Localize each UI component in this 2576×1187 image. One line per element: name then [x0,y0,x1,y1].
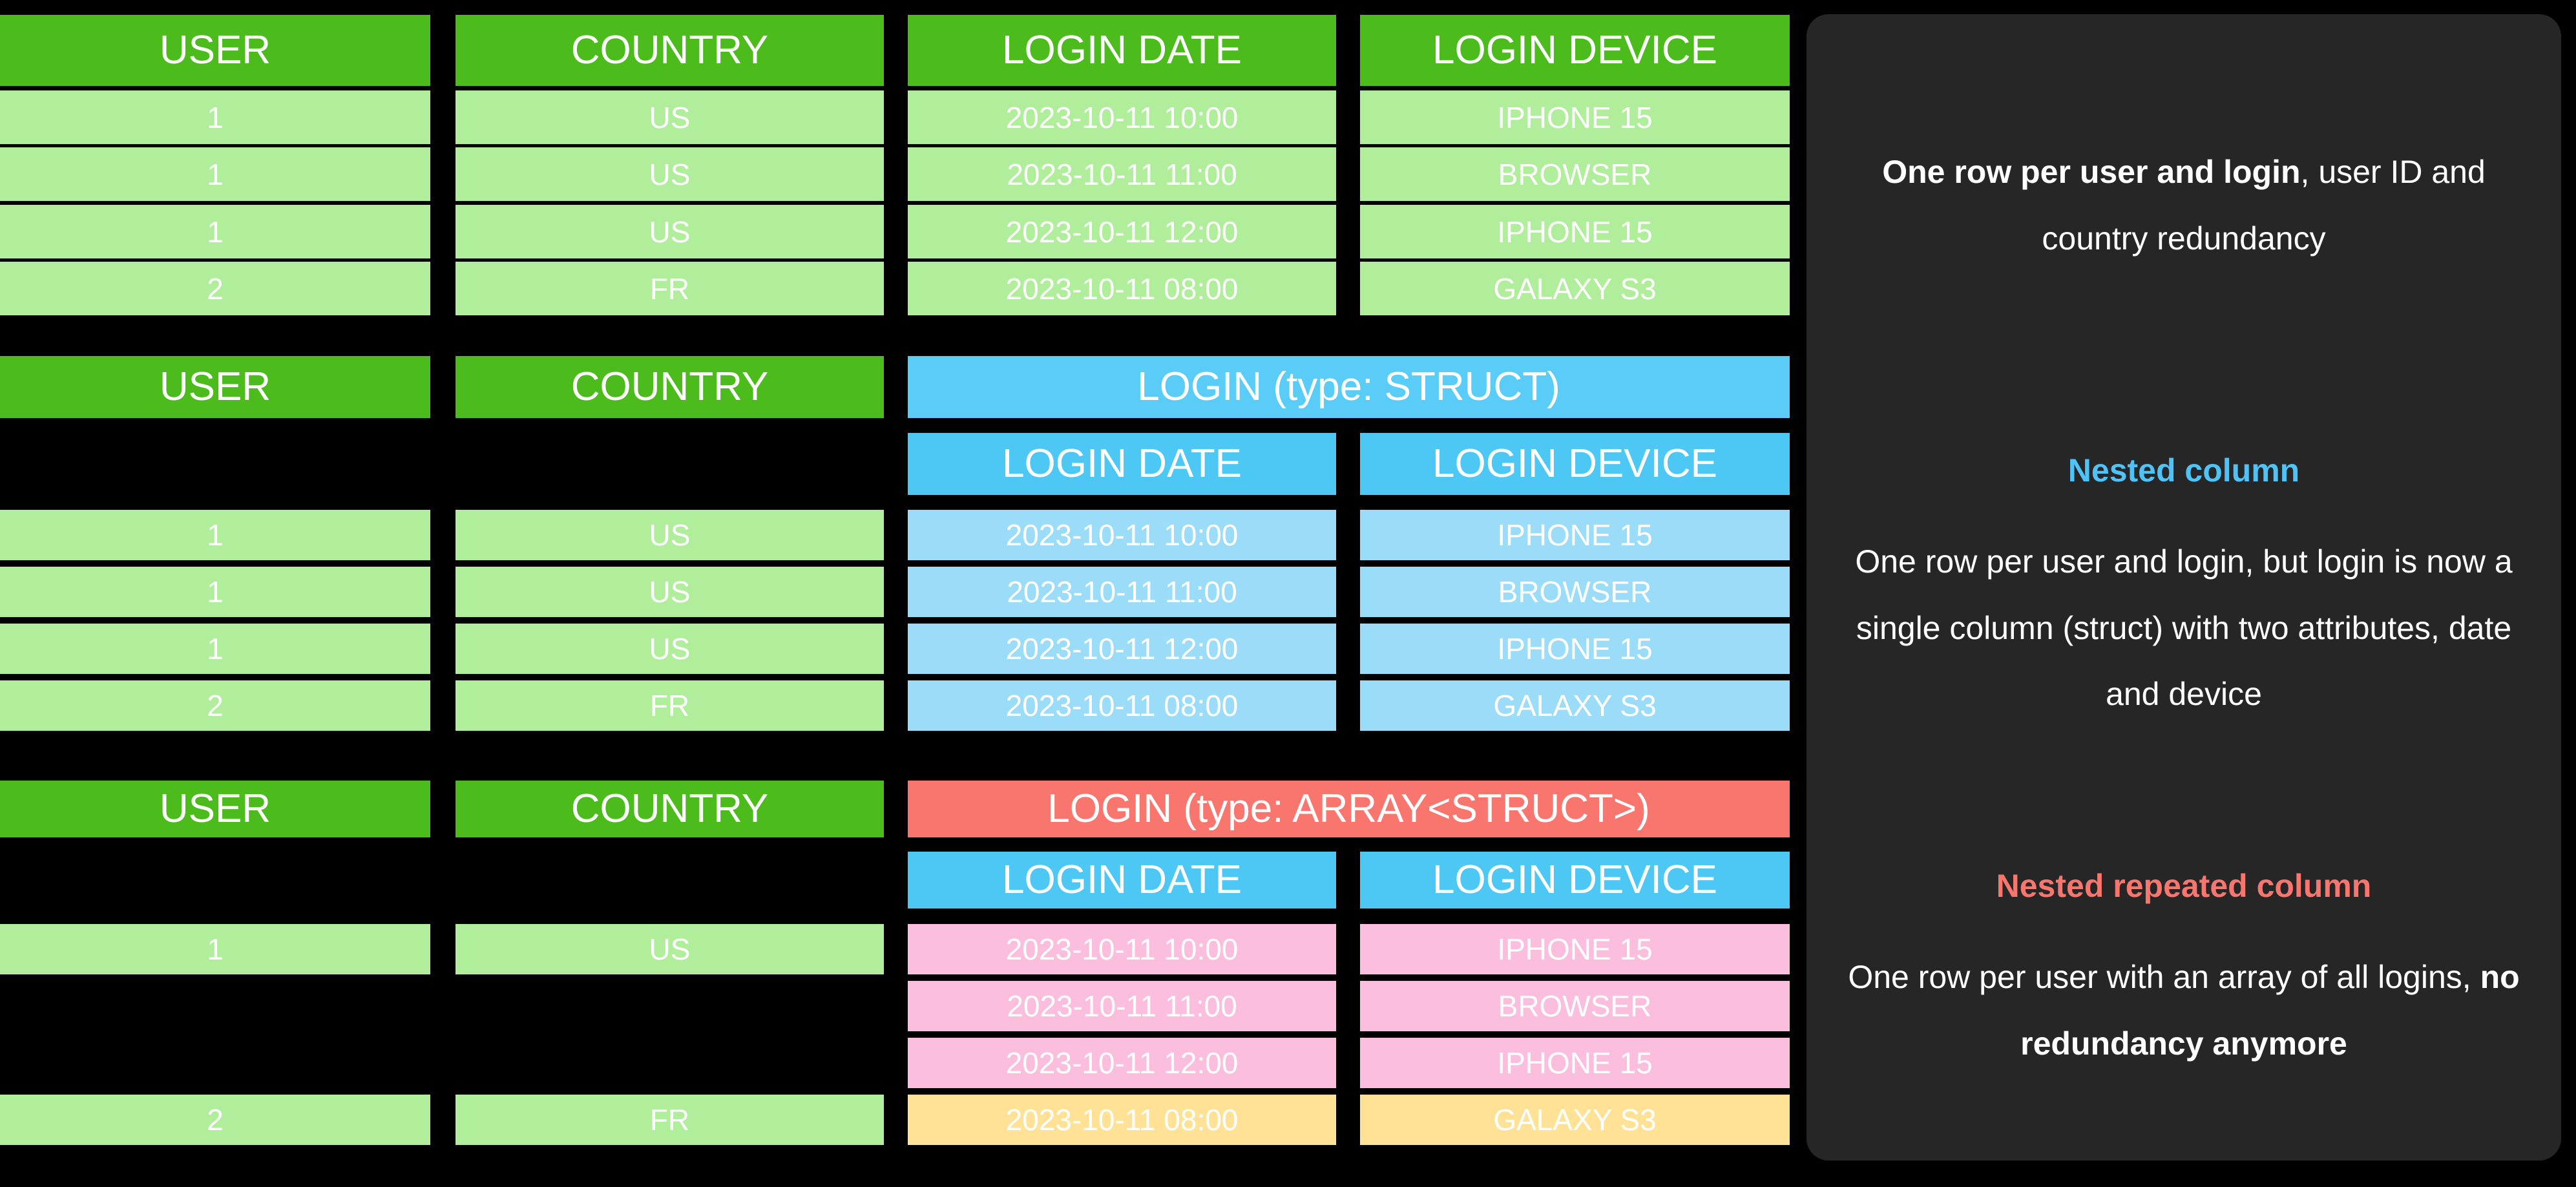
table-row: 2023-10-11 11:00 [908,147,1336,201]
note-nested-repeated-body-rest: One row per user with an array of all lo… [1848,959,2480,996]
table-row: 2023-10-11 11:00 [908,567,1336,617]
note-flat-body: One row per user and login, user ID and … [1845,139,2523,271]
note-nested-repeated-body-bold: no redundancy anymore [2020,959,2520,1062]
table-row: 2023-10-11 12:00 [908,205,1336,258]
table-row: IPHONE 15 [1360,1038,1790,1088]
note-flat-body-bold: One row per user and login [1882,154,2301,191]
note-flat: One row per user and login, user ID and … [1806,14,2561,396]
note-nested-repeated: Nested repeated column One row per user … [1806,779,2561,1161]
table-row: 1 [0,90,430,144]
table-row: 2023-10-11 10:00 [908,510,1336,560]
table-row: GALAXY S3 [1360,680,1790,731]
table-row: GALAXY S3 [1360,262,1790,315]
note-nested-body: One row per user and login, but login is… [1845,529,2523,728]
table-row: US [456,205,884,258]
table-row: 2023-10-11 12:00 [908,1038,1336,1088]
table-row: US [456,624,884,674]
table-row: US [456,567,884,617]
sub-column-header-login-device: LOGIN DEVICE [1360,433,1790,495]
table-row: 1 [0,567,430,617]
table-row: 2023-10-11 12:00 [908,624,1336,674]
table-row: 1 [0,147,430,201]
table-row: 1 [0,510,430,560]
table-row: 2023-10-11 08:00 [908,262,1336,315]
table-row: 2 [0,1095,430,1145]
table-row: 1 [0,924,430,974]
table-row: 2 [0,262,430,315]
note-nested-title: Nested column [2068,452,2300,488]
table-row: 1 [0,624,430,674]
note-flat-body-rest: , user ID and country redundancy [2042,154,2486,257]
column-header-login-date: LOGIN DATE [908,15,1336,86]
column-header-country: COUNTRY [456,356,884,418]
table-row: IPHONE 15 [1360,924,1790,974]
note-nested: Nested column One row per user and login… [1806,396,2561,778]
table-row: 2023-10-11 08:00 [908,680,1336,731]
sub-column-header-login-device: LOGIN DEVICE [1360,852,1790,909]
table-row: 2023-10-11 08:00 [908,1095,1336,1145]
table-row: BROWSER [1360,147,1790,201]
column-header-user: USER [0,15,430,86]
column-header-country: COUNTRY [456,15,884,86]
table-row: 1 [0,205,430,258]
table-row: US [456,924,884,974]
column-header-user: USER [0,356,430,418]
group-header-login-struct: LOGIN (type: STRUCT) [908,356,1790,418]
table-row: GALAXY S3 [1360,1095,1790,1145]
table-row: IPHONE 15 [1360,624,1790,674]
table-row: US [456,147,884,201]
sub-column-header-login-date: LOGIN DATE [908,852,1336,909]
table-row: US [456,510,884,560]
note-nested-repeated-title: Nested repeated column [1996,867,2372,904]
table-row: IPHONE 15 [1360,90,1790,144]
table-row: 2023-10-11 10:00 [908,90,1336,144]
note-nested-repeated-body: One row per user with an array of all lo… [1845,944,2523,1077]
table-row: IPHONE 15 [1360,205,1790,258]
table-row: 2023-10-11 11:00 [908,981,1336,1031]
table-row: FR [456,680,884,731]
table-row: BROWSER [1360,981,1790,1031]
note-nested-body-rest: One row per user and login, but login is… [1855,543,2513,713]
table-row: FR [456,1095,884,1145]
column-header-user: USER [0,781,430,837]
explanation-panel: One row per user and login, user ID and … [1806,14,2561,1161]
sub-column-header-login-date: LOGIN DATE [908,433,1336,495]
table-row: 2 [0,680,430,731]
table-row: US [456,90,884,144]
table-row: FR [456,262,884,315]
table-row: BROWSER [1360,567,1790,617]
column-header-country: COUNTRY [456,781,884,837]
group-header-login-array-struct: LOGIN (type: ARRAY<STRUCT>) [908,781,1790,837]
table-row: 2023-10-11 10:00 [908,924,1336,974]
column-header-login-device: LOGIN DEVICE [1360,15,1790,86]
table-row: IPHONE 15 [1360,510,1790,560]
